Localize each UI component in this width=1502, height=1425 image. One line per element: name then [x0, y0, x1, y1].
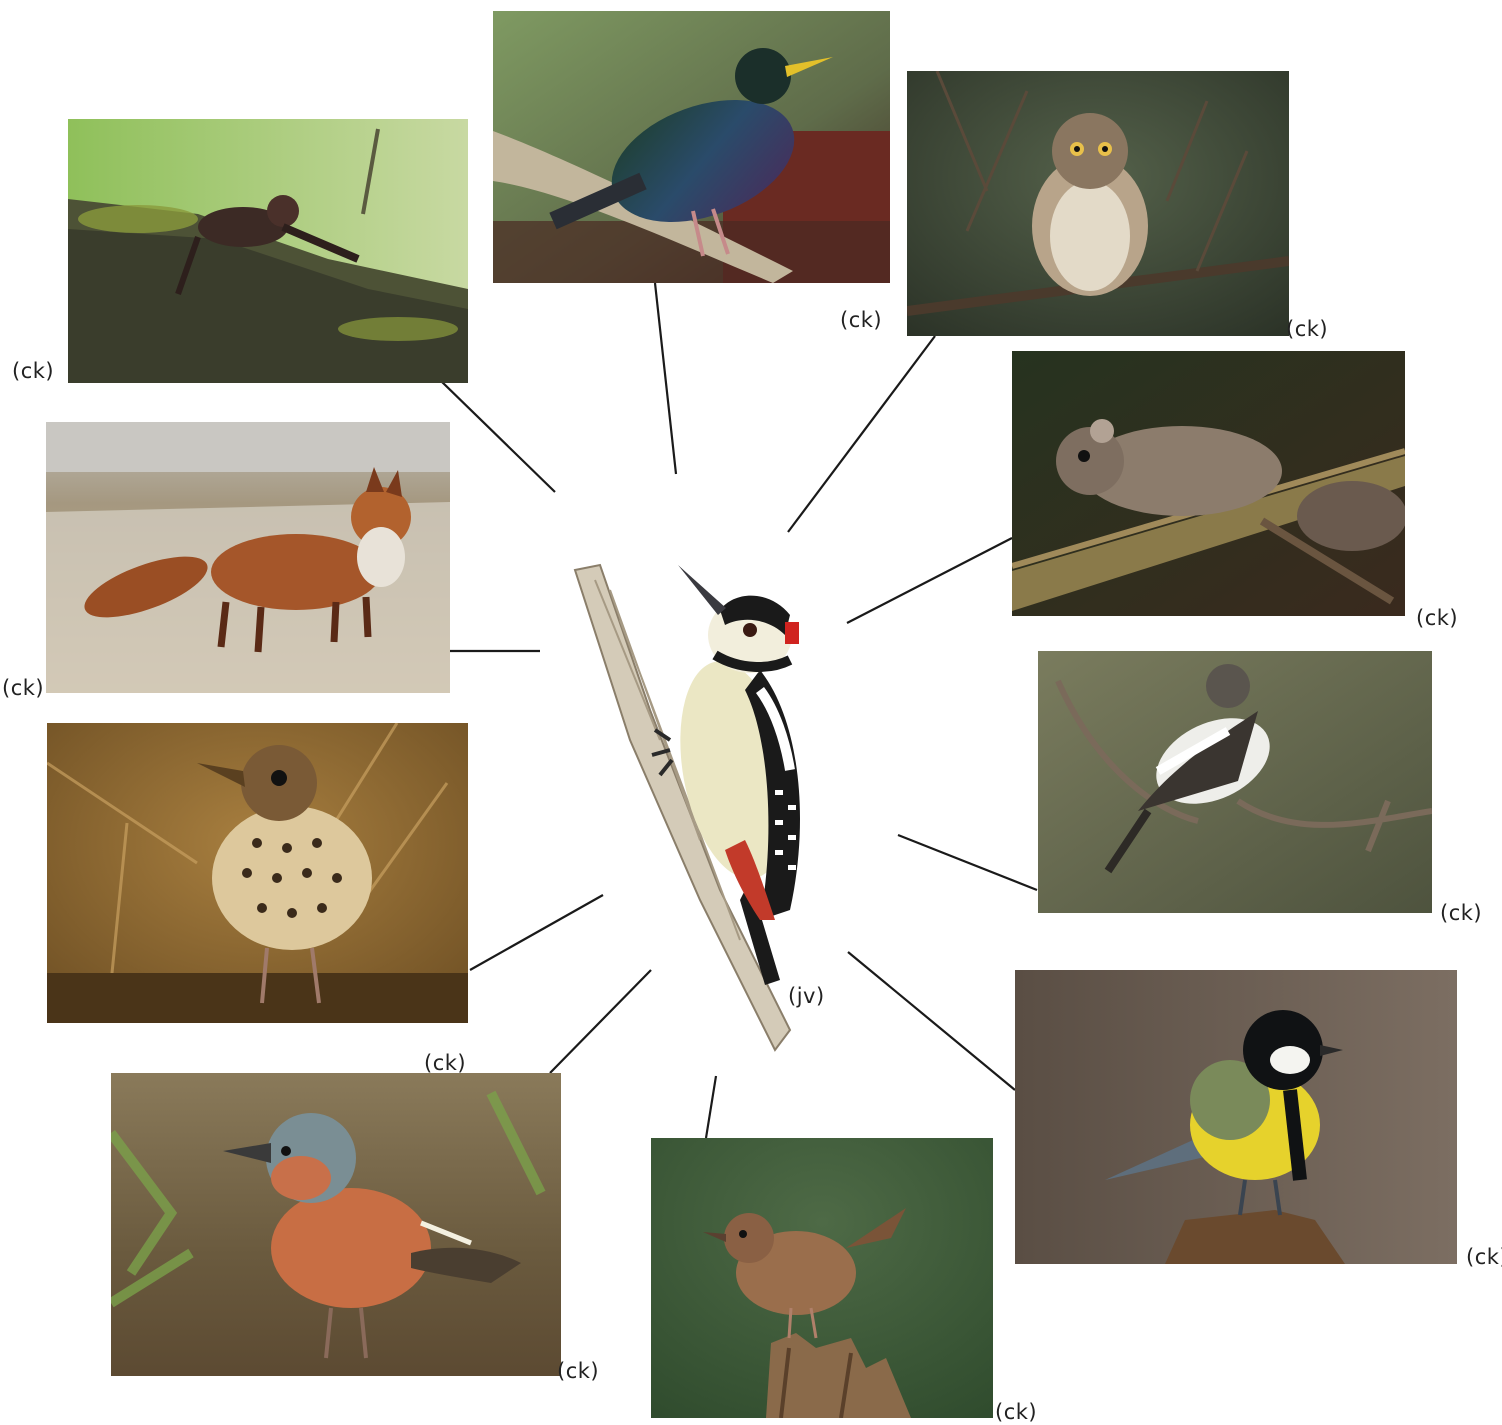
fox-credit: (ck) [2, 676, 44, 700]
owl-credit: (ck) [1286, 317, 1328, 341]
fox-photo [46, 422, 450, 693]
bat-credit: (ck) [12, 359, 54, 383]
connector-flycatcher [898, 835, 1037, 890]
woodpecker-credit: (jv) [788, 984, 825, 1008]
connector-bat [440, 380, 555, 492]
connector-owl [788, 336, 935, 532]
thrush-credit: (ck) [424, 1051, 466, 1075]
wren-credit: (ck) [995, 1400, 1037, 1424]
chaffinch-photo [111, 1073, 561, 1376]
starling-photo [493, 11, 890, 283]
wren-photo [651, 1138, 993, 1418]
dormouse-photo [1012, 351, 1405, 616]
flycatcher-credit: (ck) [1440, 901, 1482, 925]
great-tit-credit: (ck) [1466, 1245, 1502, 1269]
starling-credit: (ck) [840, 308, 882, 332]
bat-photo [68, 119, 468, 383]
flycatcher-photo [1038, 651, 1432, 913]
owl-photo [907, 71, 1289, 336]
dormouse-credit: (ck) [1416, 606, 1458, 630]
thrush-photo [47, 723, 468, 1023]
chaffinch-credit: (ck) [557, 1359, 599, 1383]
great-tit-photo [1015, 970, 1457, 1264]
connector-wren [706, 1076, 716, 1138]
connector-dormouse [847, 538, 1012, 623]
connector-starling [655, 283, 676, 474]
connector-tit [848, 952, 1015, 1090]
